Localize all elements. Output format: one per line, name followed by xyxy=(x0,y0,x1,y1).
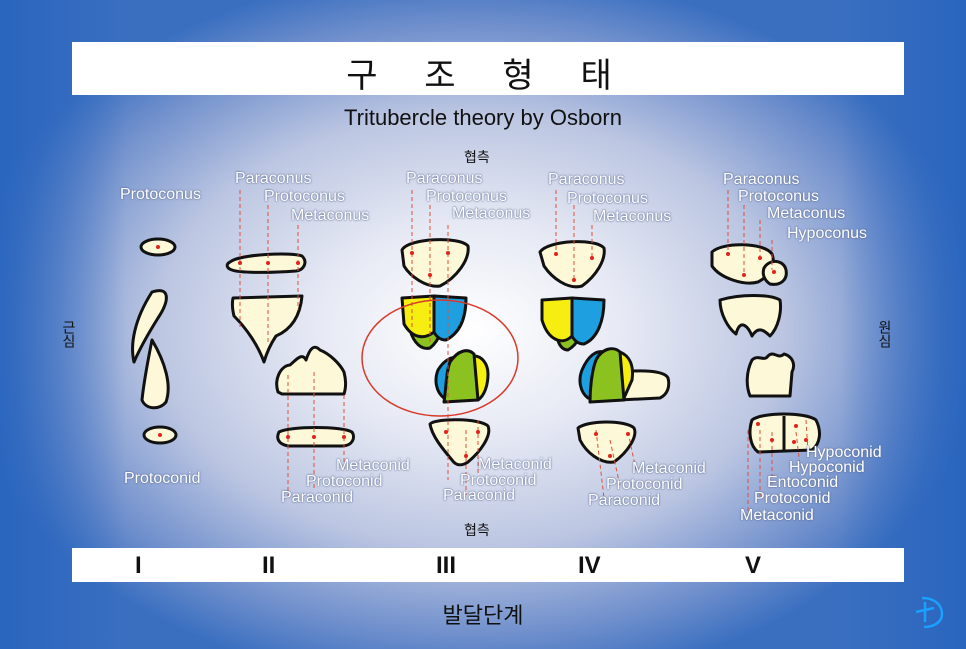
stage-2-teeth xyxy=(227,254,353,446)
stage-2-lower-label: Paraconid xyxy=(281,490,353,506)
stage-5-lower-label: Metaconid xyxy=(740,508,814,524)
stage-numeral-2: II xyxy=(262,552,275,580)
stage-5-upper-label: Hypoconus xyxy=(787,226,867,242)
stage-4-upper-label: Metaconus xyxy=(593,209,671,225)
stage-5-upper-label: Paraconus xyxy=(723,172,800,188)
stage-3-upper-label: Metaconus xyxy=(452,206,530,222)
stage-4-lower-label: Protoconid xyxy=(606,477,683,493)
stage-3-upper-label: Paraconus xyxy=(406,171,483,187)
stage-2-upper-label: Protoconus xyxy=(264,189,345,205)
stage-4-upper-label: Protoconus xyxy=(567,191,648,207)
stage-4-lower-label: Metaconid xyxy=(632,461,706,477)
stage-2-upper-label: Metaconus xyxy=(291,208,369,224)
stage-numeral-4: IV xyxy=(578,552,601,580)
stage-1-upper-label: Protoconus xyxy=(120,187,201,203)
stage-numeral-bar xyxy=(72,548,904,582)
stage-1-lower-label: Protoconid xyxy=(124,471,201,487)
stage-4-lower-label: Paraconid xyxy=(588,493,660,509)
stage-4-teeth xyxy=(540,242,669,463)
stage-numeral-3: III xyxy=(436,552,456,580)
stage-3-lower-label: Metaconid xyxy=(478,457,552,473)
stage-5-lower-label: Protoconid xyxy=(754,491,831,507)
stage-5-upper-label: Metaconus xyxy=(767,206,845,222)
stage-4-upper-label: Paraconus xyxy=(548,172,625,188)
stage-2-upper-label: Paraconus xyxy=(235,171,312,187)
stage-5-lower-label: Entoconid xyxy=(767,475,838,491)
stage-3-upper-label: Protoconus xyxy=(426,189,507,205)
stage-numeral-5: V xyxy=(745,552,761,580)
stage-2-lower-label: Metaconid xyxy=(336,458,410,474)
stage-numeral-1: I xyxy=(135,552,142,580)
development-stage-caption: 발달단계 xyxy=(0,598,966,630)
stage-3-lower-label: Paraconid xyxy=(443,488,515,504)
stage-5-teeth xyxy=(712,245,819,452)
stage-5-upper-label: Protoconus xyxy=(738,189,819,205)
logo-icon xyxy=(912,594,946,630)
stage-1-teeth xyxy=(133,239,176,443)
stage-2-lower-label: Protoconid xyxy=(306,474,383,490)
